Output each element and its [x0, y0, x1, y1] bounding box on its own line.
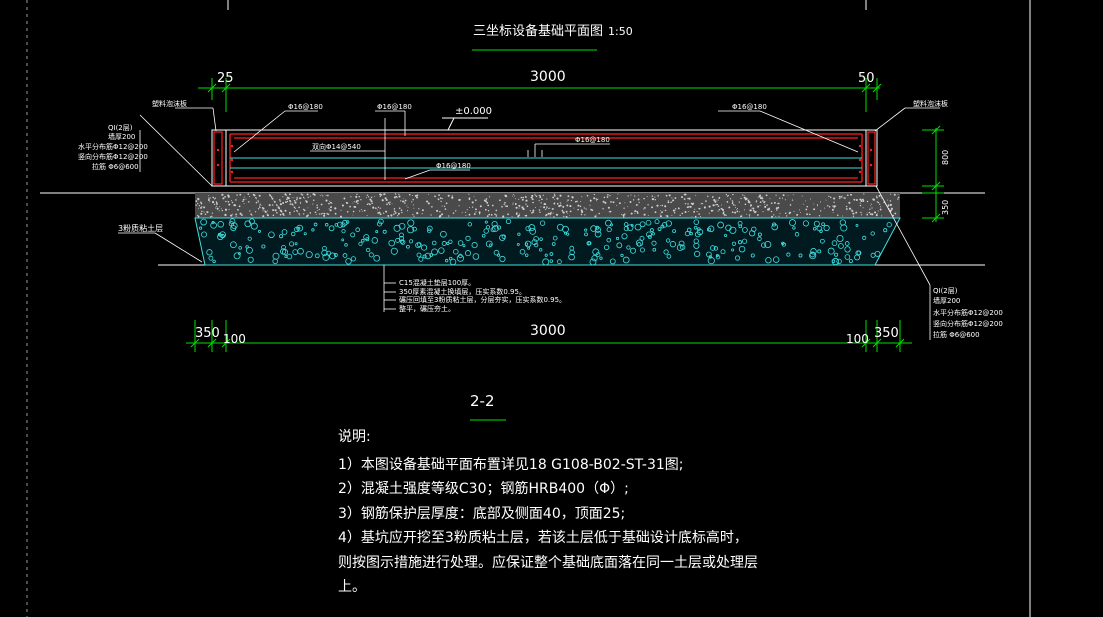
svg-text:QI(2层): QI(2层) [108, 124, 133, 132]
fill-hatch [199, 218, 892, 266]
svg-text:墙厚200: 墙厚200 [108, 132, 135, 141]
note-line-2: 2）混凝土强度等级C30；钢筋HRB400（Φ）; [338, 481, 629, 497]
rebar-label-mid-right: Φ16@180 [575, 136, 610, 144]
plan-title: 三坐标设备基础平面图 [473, 23, 603, 39]
plan-scale: 1:50 [608, 25, 633, 38]
bottom-dimension [186, 320, 912, 352]
note-line-3: 3）钢筋保护层厚度：底部及侧面40，顶面25; [338, 505, 626, 522]
soil-layer-label: 3粉质粘土层 [118, 223, 163, 233]
right-dim-lower: 350 [941, 200, 950, 215]
wall-notes-left: QI(2层) 墙厚200 水平分布筋Φ12@200 竖向分布筋Φ12@200 拉… [78, 124, 148, 171]
note-line-1: 1）本图设备基础平面布置详见18 G108-B02-ST-31图; [338, 456, 684, 473]
note-line-4: 4）基坑应开挖至3粉质粘土层，若该土层低于基础设计底标高时， [338, 530, 748, 546]
svg-text:350厚素混凝土换填层，压实系数0.95。: 350厚素混凝土换填层，压实系数0.95。 [399, 287, 526, 296]
rebar-label-bottom: Φ16@180 [436, 162, 471, 170]
top-dimension [198, 78, 882, 112]
svg-text:竖向分布筋Φ12@200: 竖向分布筋Φ12@200 [78, 152, 148, 161]
bottom-dim-left-inner: 100 [223, 332, 246, 346]
rebar-label-top-left: Φ16@180 [288, 103, 323, 111]
cushion-layer [195, 193, 900, 218]
rebar-label-double: 双向Φ14@540 [312, 142, 361, 151]
leaders [118, 107, 940, 340]
bottom-dim-center: 3000 [530, 323, 566, 339]
svg-text:拉筋 Φ6@600: 拉筋 Φ6@600 [933, 330, 980, 339]
bottom-dim-right-outer: 350 [874, 326, 899, 341]
rebar-dots [216, 144, 873, 174]
bottom-dim-right-inner: 100 [846, 332, 869, 346]
svg-text:碾压回填至3粉质粘土层，分层夯实，压实系数0.95。: 碾压回填至3粉质粘土层，分层夯实，压实系数0.95。 [399, 295, 566, 304]
svg-text:拉筋 Φ6@600: 拉筋 Φ6@600 [92, 162, 139, 171]
rebar-label-top-mid: Φ16@180 [377, 103, 412, 111]
elevation-marker [442, 117, 488, 131]
svg-text:整平，碾压夯土。: 整平，碾压夯土。 [399, 304, 455, 313]
section-label: 2-2 [470, 392, 495, 410]
right-dim-upper: 800 [941, 150, 950, 165]
foundation-slab [211, 129, 878, 187]
rebar-cage [229, 133, 863, 183]
foam-label-left: 塑料泡沫板 [152, 99, 187, 108]
concrete-lines [230, 157, 862, 169]
note-line-6: 上。 [338, 579, 366, 595]
bottom-dim-left-outer: 350 [195, 326, 220, 341]
fill-layer [194, 217, 901, 266]
notes-title: 说明: [338, 429, 371, 445]
svg-text:水平分布筋Φ12@200: 水平分布筋Φ12@200 [78, 142, 148, 151]
svg-text:水平分布筋Φ12@200: 水平分布筋Φ12@200 [933, 308, 1003, 317]
note-line-5: 则按图示措施进行处理。应保证整个基础底面落在同一土层或处理层 [338, 554, 758, 571]
elevation-label: ±0.000 [455, 106, 492, 117]
top-dim-center: 3000 [530, 69, 566, 85]
svg-text:墙厚200: 墙厚200 [933, 296, 960, 305]
wall-notes-right: QI(2层) 墙厚200 水平分布筋Φ12@200 竖向分布筋Φ12@200 拉… [933, 287, 1003, 339]
svg-text:C15混凝土垫层100厚。: C15混凝土垫层100厚。 [399, 278, 475, 287]
cushion-hatch [195, 193, 900, 218]
right-dimension [922, 125, 944, 223]
svg-text:竖向分布筋Φ12@200: 竖向分布筋Φ12@200 [933, 319, 1003, 328]
layer-notes: C15混凝土垫层100厚。 350厚素混凝土换填层，压实系数0.95。 碾压回填… [399, 278, 566, 313]
foam-label-right: 塑料泡沫板 [913, 99, 948, 108]
design-notes: 说明: 1）本图设备基础平面布置详见18 G108-B02-ST-31图; 2）… [338, 425, 758, 600]
svg-text:QI(2层): QI(2层) [933, 287, 958, 295]
top-dim-right: 50 [858, 71, 875, 86]
top-dim-left: 25 [217, 71, 234, 86]
rebar-label-top-right: Φ16@180 [732, 103, 767, 111]
